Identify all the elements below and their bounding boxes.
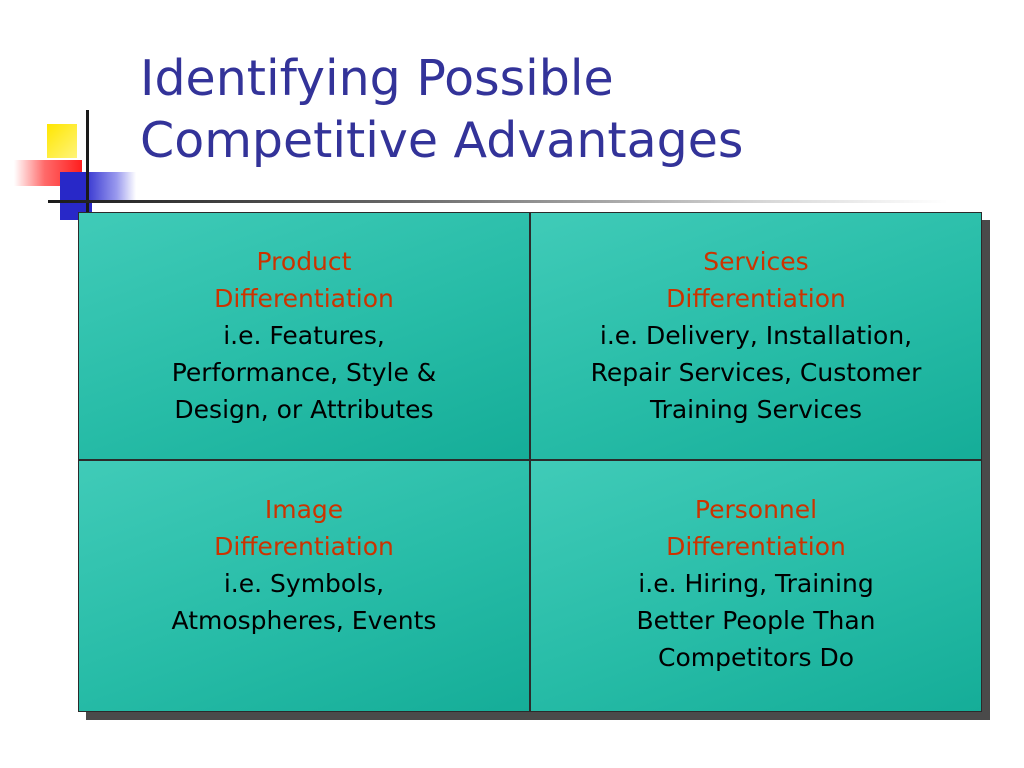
cell-personnel-differentiation: Personnel Differentiation i.e. Hiring, T… <box>530 460 982 712</box>
cell-heading: Services Differentiation <box>531 243 981 317</box>
cell-description: i.e. Symbols, Atmospheres, Events <box>79 565 529 639</box>
cell-heading-line: Personnel <box>694 495 818 524</box>
cell-heading: Image Differentiation <box>79 491 529 565</box>
decorative-vertical-line <box>86 110 89 222</box>
cell-heading: Product Differentiation <box>79 243 529 317</box>
cell-description-line: Training Services <box>649 395 862 424</box>
cell-services-differentiation: Services Differentiation i.e. Delivery, … <box>530 212 982 460</box>
cell-description-line: Competitors Do <box>658 643 854 672</box>
cell-heading-line: Differentiation <box>666 532 846 561</box>
cell-description-line: Atmospheres, Events <box>171 606 437 635</box>
slide-title: Identifying Possible Competitive Advanta… <box>140 48 1000 172</box>
cell-heading-line: Differentiation <box>214 532 394 561</box>
title-underline <box>48 200 948 203</box>
cell-description-line: Performance, Style & <box>171 358 437 387</box>
decorative-yellow-square <box>47 124 77 158</box>
cell-description: i.e. Features, Performance, Style & Desi… <box>79 317 529 428</box>
slide-title-line-1: Identifying Possible <box>140 50 614 107</box>
cell-heading-line: Differentiation <box>666 284 846 313</box>
cell-description-line: i.e. Symbols, <box>223 569 385 598</box>
cell-description: i.e. Delivery, Installation, Repair Serv… <box>531 317 981 428</box>
cell-description-line: i.e. Hiring, Training <box>638 569 874 598</box>
cell-description-line: i.e. Features, <box>223 321 385 350</box>
cell-product-differentiation: Product Differentiation i.e. Features, P… <box>78 212 530 460</box>
cell-image-differentiation: Image Differentiation i.e. Symbols, Atmo… <box>78 460 530 712</box>
cell-heading: Personnel Differentiation <box>531 491 981 565</box>
cell-description-line: Repair Services, Customer <box>590 358 922 387</box>
cell-description-line: Design, or Attributes <box>174 395 434 424</box>
cell-description: i.e. Hiring, Training Better People Than… <box>531 565 981 676</box>
cell-heading-line: Differentiation <box>214 284 394 313</box>
cell-heading-line: Product <box>256 247 352 276</box>
cell-description-line: i.e. Delivery, Installation, <box>599 321 913 350</box>
cell-heading-line: Image <box>264 495 344 524</box>
cell-description-line: Better People Than <box>636 606 876 635</box>
cell-heading-line: Services <box>703 247 809 276</box>
decorative-blue-gradient-bar <box>88 172 136 202</box>
slide-title-line-2: Competitive Advantages <box>140 112 744 169</box>
